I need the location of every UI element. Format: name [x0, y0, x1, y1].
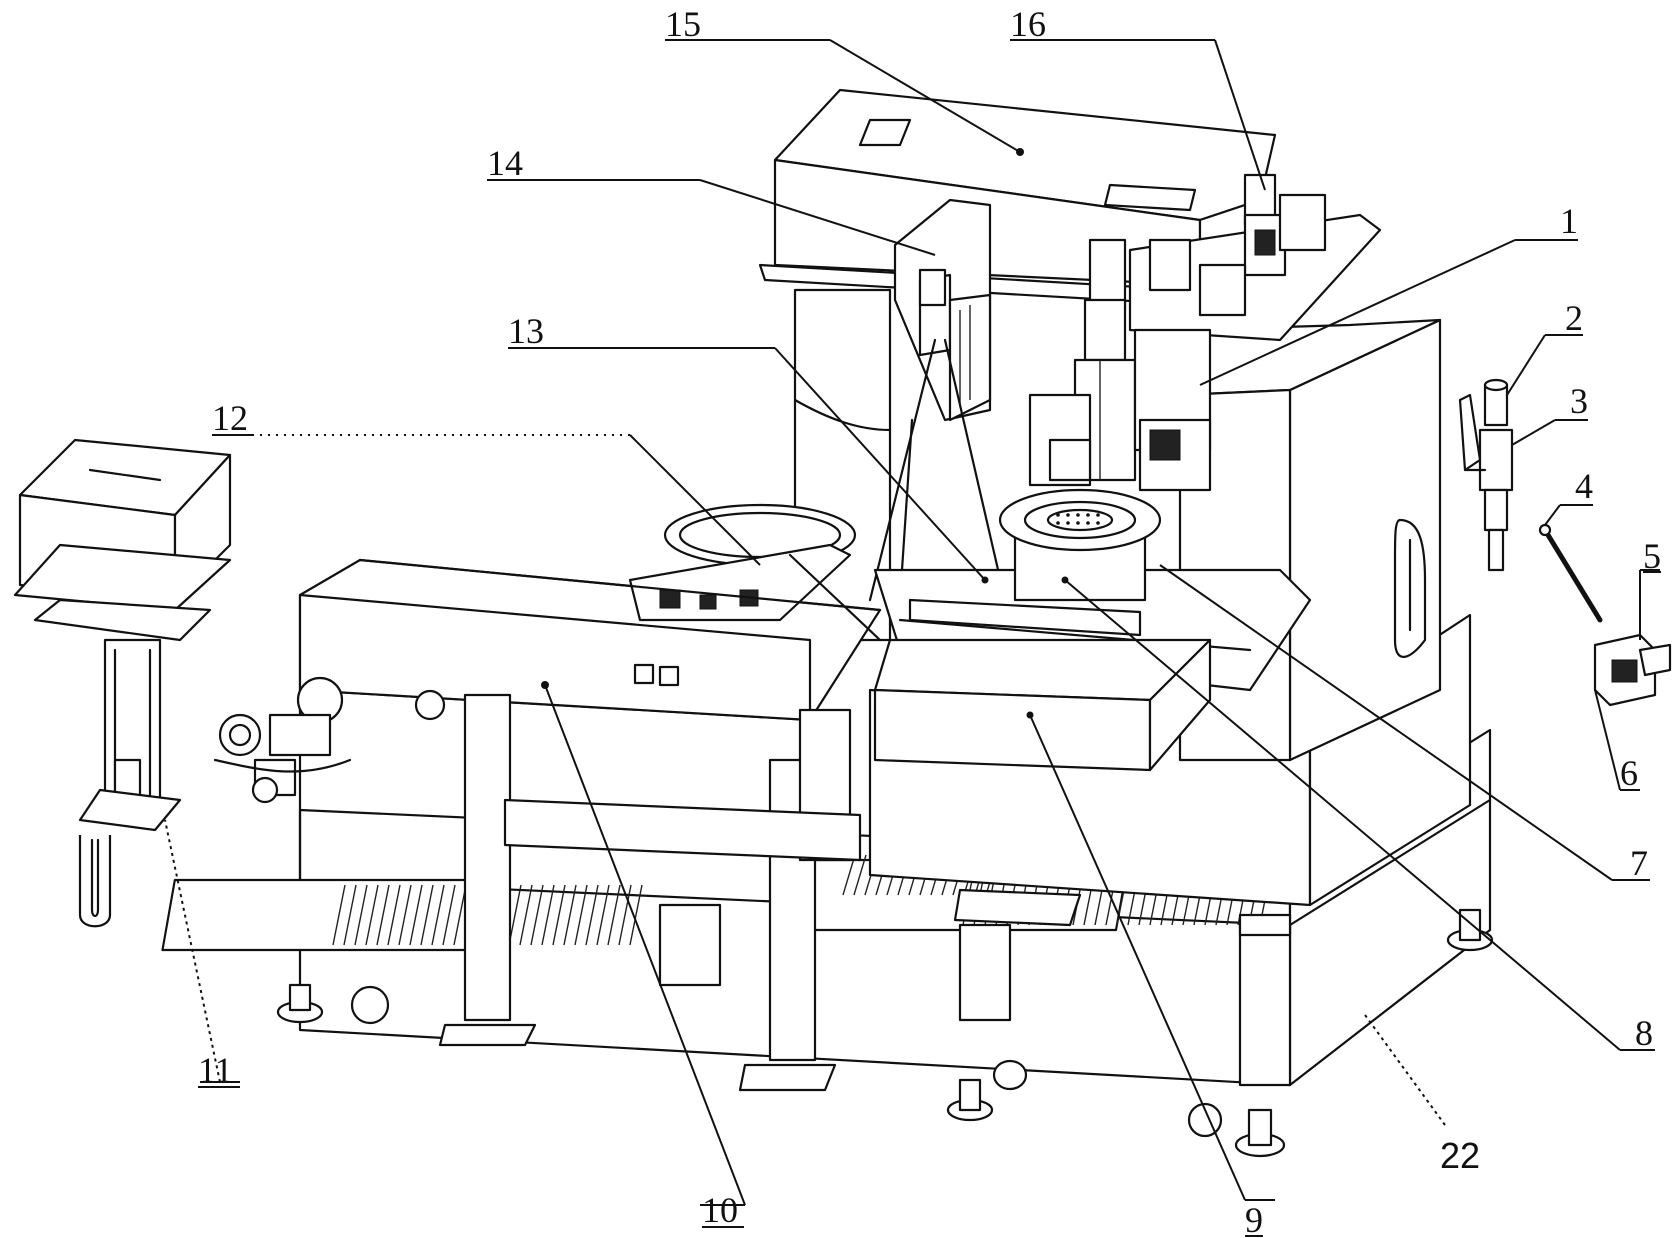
label-9: 9 [1245, 1200, 1263, 1238]
chuck-dot [1056, 513, 1060, 517]
grating-slat [354, 884, 368, 946]
left-pneumatics [213, 676, 446, 804]
grating-slat [442, 884, 456, 946]
label-4: 4 [1575, 466, 1593, 506]
grating-slat [574, 884, 588, 946]
grating-slat [596, 884, 610, 946]
loader-table [298, 503, 882, 1092]
chuck-dot [1086, 513, 1090, 517]
label-6: 6 [1620, 753, 1638, 793]
grating-slat [629, 884, 643, 946]
grating-slat [541, 884, 555, 946]
grating-slat [398, 884, 412, 946]
label-2: 2 [1565, 298, 1583, 338]
machine-feet [276, 908, 1494, 1158]
feeder-unit [13, 438, 232, 928]
grating-slat [563, 884, 577, 946]
chuck-dot [1086, 521, 1090, 525]
grating-slat [519, 884, 533, 946]
label-15: 15 [665, 4, 701, 44]
wafer-chuck-dots [1056, 513, 1100, 525]
chuck-dot [1096, 513, 1100, 517]
part-labels: 15 16 14 13 12 1 2 3 4 5 6 7 8 9 10 11 2… [198, 4, 1661, 1238]
grating-slat [409, 884, 423, 946]
grating-slat [431, 884, 445, 946]
grating-slat [552, 884, 566, 946]
label-16: 16 [1010, 4, 1046, 44]
detail-parts-right [1458, 378, 1672, 707]
chuck-dot [1056, 521, 1060, 525]
label-10: 10 [702, 1190, 738, 1230]
grating-slat [420, 884, 434, 946]
label-5: 5 [1643, 536, 1661, 576]
grating-slat [365, 884, 379, 946]
label-12: 12 [212, 398, 248, 438]
label-1: 1 [1560, 201, 1578, 241]
label-11: 11 [198, 1050, 233, 1090]
center-lower-plates [503, 798, 1082, 1022]
grating-slat [376, 884, 390, 946]
label-3: 3 [1570, 381, 1588, 421]
chuck-dot [1066, 521, 1070, 525]
grating-slat [530, 884, 544, 946]
gantry-arm [893, 198, 992, 422]
chuck-dot [1076, 521, 1080, 525]
label-22: 22 [1440, 1135, 1480, 1176]
grating-slat [332, 884, 346, 946]
label-14: 14 [487, 143, 523, 183]
optics-assembly [1028, 173, 1382, 492]
chuck-dot [1096, 521, 1100, 525]
chuck-dot [1066, 513, 1070, 517]
chuck-dot [1076, 513, 1080, 517]
grating-slat [343, 884, 357, 946]
label-13: 13 [508, 311, 544, 351]
grating-slat [387, 884, 401, 946]
grating-slat [607, 884, 621, 946]
grating-slat [585, 884, 599, 946]
label-8: 8 [1635, 1013, 1653, 1053]
grating-slat [853, 854, 867, 896]
grating-slat [842, 854, 856, 896]
label-7: 7 [1630, 843, 1648, 883]
grating-slat [618, 884, 632, 946]
